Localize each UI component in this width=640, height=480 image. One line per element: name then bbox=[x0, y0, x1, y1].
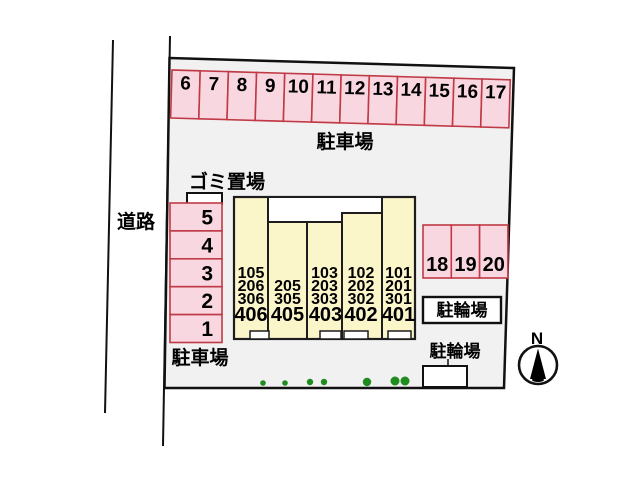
stall-number: 19 bbox=[454, 254, 476, 276]
building-unit: 105 206 306 406 bbox=[234, 265, 267, 326]
bicycle-parking-bottom: 駐輪場 bbox=[422, 341, 481, 388]
room-number: 406 bbox=[234, 304, 267, 326]
stall-number: 8 bbox=[236, 75, 247, 96]
room-number: 102 bbox=[348, 265, 375, 282]
parking-stall: 11 bbox=[310, 73, 342, 124]
parking-row-top: 6 7 8 9 10 11 12 13 14 15 16 17 bbox=[169, 69, 512, 129]
entrance-notch bbox=[249, 330, 270, 340]
stall-number: 11 bbox=[316, 77, 337, 99]
parking-stall: 19 bbox=[450, 224, 481, 279]
room-number: 301 bbox=[385, 291, 412, 308]
building-unit: 205 305 405 bbox=[271, 278, 304, 326]
stall-number: 10 bbox=[287, 76, 309, 98]
stall-number: 14 bbox=[400, 80, 422, 102]
parking-stall: 16 bbox=[451, 77, 483, 128]
tree-icon bbox=[390, 376, 400, 386]
parking-stall: 17 bbox=[479, 78, 512, 129]
stall-number: 3 bbox=[201, 262, 213, 285]
stall-number: 2 bbox=[201, 290, 213, 313]
bicycle-box bbox=[421, 295, 503, 325]
stall-number: 16 bbox=[457, 81, 479, 103]
building-unit: 103 203 303 403 bbox=[309, 265, 342, 326]
tree-icon bbox=[260, 380, 266, 386]
parking-stall: 9 bbox=[254, 71, 286, 123]
stall-number: 13 bbox=[372, 79, 394, 101]
room-number: 405 bbox=[271, 304, 304, 326]
stall-number: 15 bbox=[428, 80, 450, 102]
compass-base bbox=[532, 378, 544, 382]
bicycle-parking-right: 駐輪場 bbox=[421, 295, 503, 325]
room-number: 302 bbox=[348, 291, 375, 308]
parking-stall: 10 bbox=[282, 72, 314, 123]
bicycle-right-label: 駐輪場 bbox=[437, 300, 488, 320]
stall-number: 1 bbox=[201, 318, 213, 341]
parking-stall: 1 bbox=[169, 313, 223, 344]
parking-stall: 12 bbox=[338, 74, 371, 125]
entrance-notch bbox=[343, 330, 369, 340]
stall-number: 17 bbox=[485, 82, 507, 104]
road-label: 道路 bbox=[117, 210, 156, 233]
entrance-notch bbox=[319, 330, 342, 340]
room-number: 205 bbox=[274, 278, 301, 295]
stall-number: 12 bbox=[344, 78, 366, 100]
parking-stall: 14 bbox=[395, 75, 427, 127]
stall-number: 9 bbox=[265, 76, 276, 97]
parking-stall: 7 bbox=[197, 69, 230, 121]
room-number: 201 bbox=[385, 278, 412, 295]
north-compass-icon: N bbox=[517, 329, 559, 386]
tree-icon bbox=[362, 377, 372, 387]
stall-number: 6 bbox=[180, 73, 191, 94]
building: 105 206 306 406 205 305 405 103 203 303 … bbox=[232, 195, 417, 341]
garbage-label: ゴミ置場 bbox=[189, 170, 265, 193]
stall-number: 7 bbox=[208, 74, 219, 95]
bicycle-bottom-label: 駐輪場 bbox=[430, 341, 481, 361]
parking-stall: 5 bbox=[169, 202, 223, 232]
tree-dots bbox=[260, 376, 410, 387]
compass-needle bbox=[530, 348, 546, 379]
entrance-notch bbox=[387, 330, 412, 340]
parking-stall: 2 bbox=[169, 285, 223, 316]
room-number: 305 bbox=[274, 291, 301, 308]
room-number: 202 bbox=[348, 278, 375, 295]
tree-icon bbox=[306, 378, 314, 386]
room-number: 403 bbox=[309, 304, 342, 326]
room-number: 401 bbox=[382, 304, 415, 326]
tree-icon bbox=[320, 378, 328, 386]
tree-icon bbox=[400, 376, 410, 386]
stall-number: 18 bbox=[426, 254, 448, 276]
room-number: 306 bbox=[238, 291, 265, 308]
parking-column-left: 5 4 3 2 1 bbox=[169, 202, 223, 344]
parking-top-label: 駐車場 bbox=[316, 130, 373, 153]
parking-left-label: 駐車場 bbox=[171, 346, 228, 369]
room-number: 203 bbox=[311, 278, 338, 295]
room-number: 105 bbox=[238, 265, 265, 282]
parking-stall: 6 bbox=[169, 69, 202, 120]
stall-number: 20 bbox=[483, 254, 505, 276]
room-number: 101 bbox=[385, 265, 412, 282]
parking-stall: 8 bbox=[226, 70, 258, 122]
road-left-line bbox=[104, 39, 114, 414]
bicycle-shed bbox=[422, 365, 468, 388]
stall-number: 4 bbox=[201, 234, 213, 257]
stall-number: 5 bbox=[201, 207, 213, 230]
parking-row-right: 18 19 20 bbox=[422, 224, 509, 279]
room-number: 303 bbox=[311, 291, 338, 308]
room-number: 206 bbox=[238, 278, 265, 295]
parking-stall: 4 bbox=[169, 230, 223, 260]
tree-icon bbox=[282, 380, 288, 386]
parking-stall: 15 bbox=[423, 76, 455, 127]
building-unit: 101 201 301 401 bbox=[382, 265, 415, 326]
parking-stall: 20 bbox=[478, 224, 509, 279]
room-number: 103 bbox=[311, 265, 338, 282]
room-number: 402 bbox=[344, 304, 377, 326]
north-label: N bbox=[531, 329, 543, 348]
parking-stall: 18 bbox=[422, 224, 453, 279]
parking-stall: 13 bbox=[367, 74, 399, 126]
building-unit: 102 202 302 402 bbox=[344, 265, 377, 326]
parking-stall: 3 bbox=[169, 257, 223, 288]
